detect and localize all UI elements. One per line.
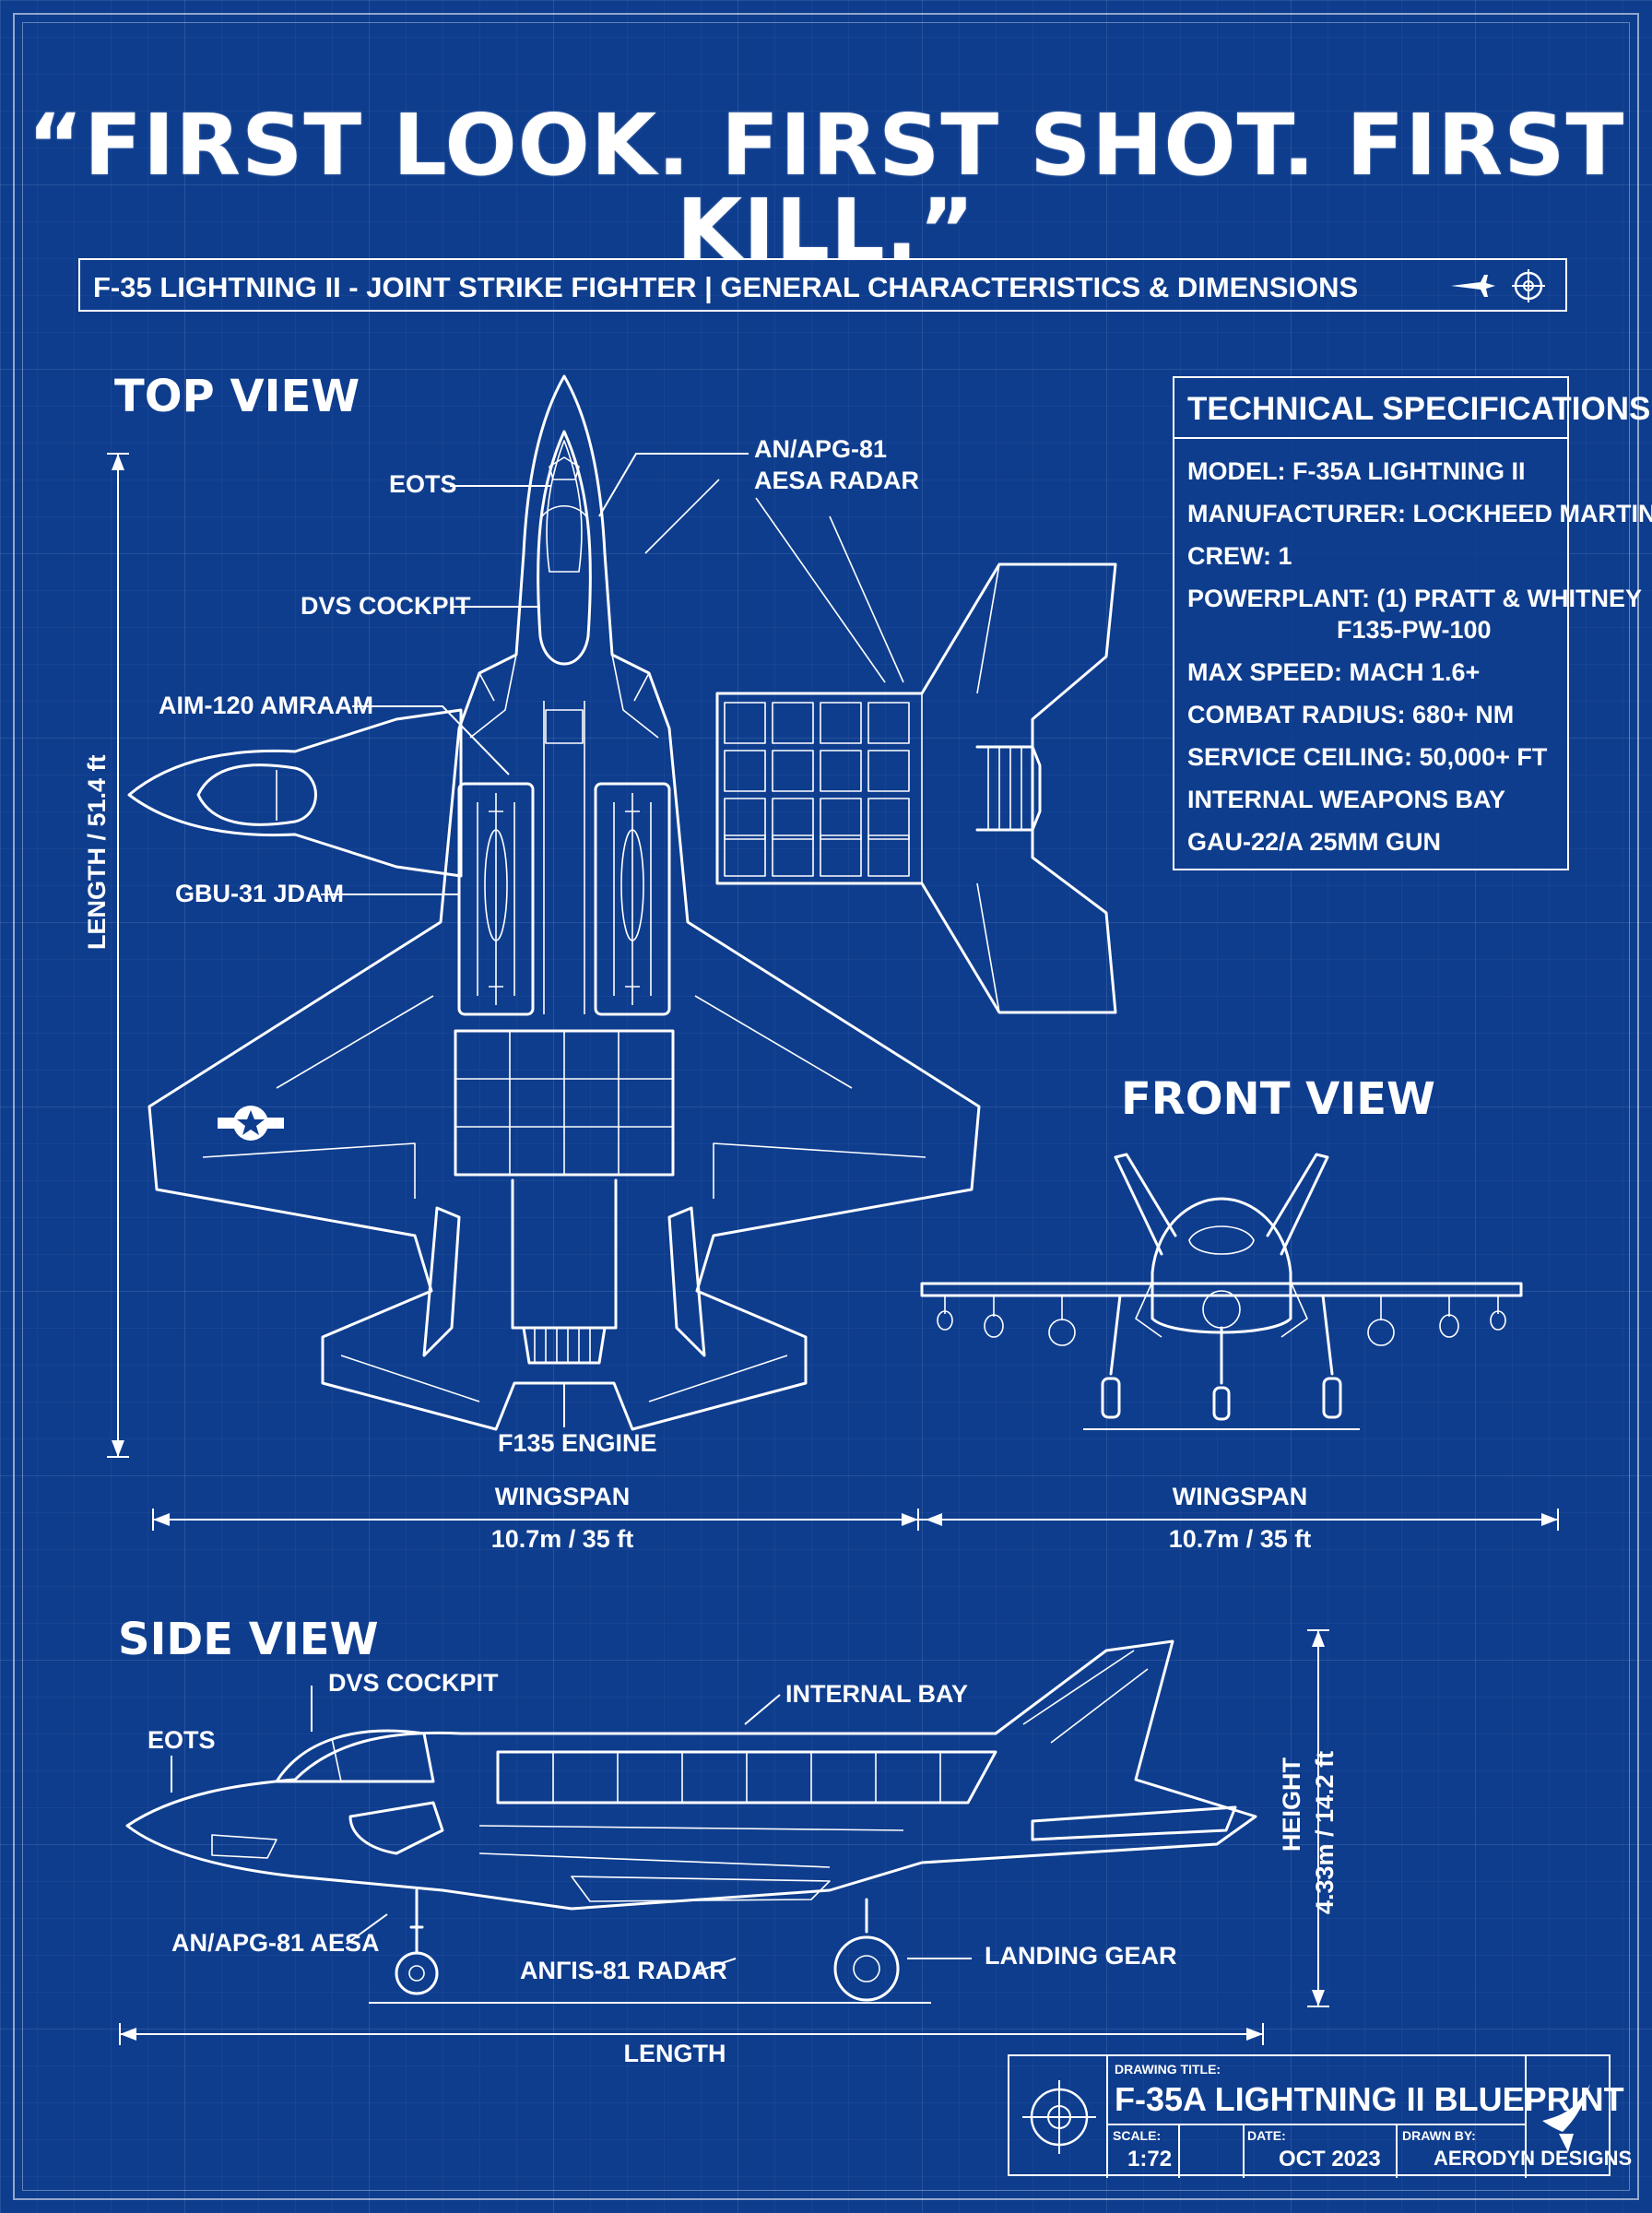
spec-item: SERVICE CEILING: 50,000+ FT xyxy=(1187,743,1548,771)
date-label: DATE: xyxy=(1247,2128,1286,2143)
spec-item: CREW: 1 xyxy=(1187,542,1292,570)
spec-item-continued: F135-PW-100 xyxy=(1337,616,1492,644)
side-label-radar: ANΓIS-81 RADAR xyxy=(520,1957,727,1984)
crosshair-icon xyxy=(1512,269,1545,302)
spec-item: INTERNAL WEAPONS BAY xyxy=(1187,786,1506,813)
date-value: OCT 2023 xyxy=(1279,2147,1381,2172)
drawing-title-block: DRAWING TITLE: F-35A LIGHTNING II BLUEPR… xyxy=(1008,2054,1632,2178)
height-label: HEIGHT xyxy=(1278,1757,1305,1852)
label-amraam: AIM-120 AMRAAM xyxy=(159,692,374,719)
drawing-title: F-35A LIGHTNING II BLUEPRINT xyxy=(1115,2080,1624,2118)
label-engine: F135 ENGINE xyxy=(498,1429,657,1457)
spec-item-powerplant: POWERPLANT: (1) PRATT & WHITNEY F135-PW-… xyxy=(1187,577,1642,651)
spec-item: MANUFACTURER: LOCKHEED MARTIN xyxy=(1187,500,1652,527)
side-view-heading: SIDE VIEW xyxy=(118,1614,379,1665)
label-jdam: GBU-31 JDAM xyxy=(175,880,345,907)
side-view-aircraft xyxy=(125,1639,1257,2004)
subtitle-text: F-35 LIGHTNING II - JOINT STRIKE FIGHTER… xyxy=(93,271,1359,303)
scale-label: SCALE: xyxy=(1113,2128,1162,2143)
spec-title: TECHNICAL SPECIFICATIONS xyxy=(1174,378,1650,439)
spec-item: MODEL: F-35A LIGHTNING II xyxy=(1187,457,1526,485)
jet-silhouette-icon xyxy=(1451,275,1495,297)
subtitle-bar: F-35 LIGHTNING II - JOINT STRIKE FIGHTER… xyxy=(78,258,1567,312)
lockheed-star-logo-icon xyxy=(1542,2084,1590,2152)
length-dimension-label: LENGTH / 51.4 ft xyxy=(83,754,111,950)
top-view-overlay-right-aircraft xyxy=(644,479,1117,1014)
star-roundel-icon xyxy=(218,1106,284,1141)
side-label-eots: EOTS xyxy=(148,1726,216,1754)
spec-list: MODEL: F-35A LIGHTNING II MANUFACTURER: … xyxy=(1174,439,1652,863)
leader-lines xyxy=(171,453,972,1972)
wingspan-label-front: WINGSPAN xyxy=(1172,1483,1308,1510)
scale-value: 1:72 xyxy=(1127,2147,1173,2172)
spec-item: MAX SPEED: MACH 1.6+ xyxy=(1187,658,1481,686)
height-value: 4.33m / 14.2 ft xyxy=(1311,1750,1339,1914)
top-view-overlay-aircraft xyxy=(127,708,463,878)
side-label-cockpit: DVS COCKPIT xyxy=(328,1669,499,1697)
label-radar-line2: AESA RADAR xyxy=(754,467,920,494)
wingspan-label-top: WINGSPAN xyxy=(494,1483,631,1510)
side-label-internal-bay: INTERNAL BAY xyxy=(785,1680,969,1708)
side-label-landing-gear: LANDING GEAR xyxy=(985,1942,1177,1970)
top-view-heading: TOP VIEW xyxy=(114,371,360,422)
drawn-by-label: DRAWN BY: xyxy=(1402,2128,1476,2143)
spec-item: COMBAT RADIUS: 680+ NM xyxy=(1187,701,1515,728)
label-radar-line1: AN/APG-81 xyxy=(754,435,888,463)
drawing-title-label: DRAWING TITLE: xyxy=(1115,2062,1221,2077)
side-length-label: LENGTH xyxy=(623,2040,726,2067)
spec-item: GAU-22/A 25MM GUN xyxy=(1187,828,1442,856)
side-label-aesa: AN/APG-81 AESA xyxy=(171,1929,380,1957)
wingspan-value-front: 10.7m / 35 ft xyxy=(1168,1525,1312,1553)
front-view-aircraft xyxy=(920,1153,1523,1430)
subtitle-icons xyxy=(1449,267,1551,309)
label-cockpit: DVS COCKPIT xyxy=(301,592,471,620)
spec-item: POWERPLANT: (1) PRATT & WHITNEY xyxy=(1187,585,1642,612)
crosshair-icon xyxy=(1022,2080,1096,2154)
technical-specifications-box: TECHNICAL SPECIFICATIONS MODEL: F-35A LI… xyxy=(1173,376,1652,870)
headline: “FIRST LOOK. FIRST SHOT. FIRST KILL.” xyxy=(27,96,1625,279)
drawn-by-value: AERODYN DESIGNS xyxy=(1434,2147,1633,2170)
front-view-heading: FRONT VIEW xyxy=(1121,1073,1435,1125)
dimension-lines xyxy=(107,453,1559,2045)
wingspan-value-top: 10.7m / 35 ft xyxy=(490,1525,634,1553)
label-eots: EOTS xyxy=(389,470,457,498)
outer-frame xyxy=(13,13,1639,2200)
inner-frame xyxy=(22,22,1630,2191)
